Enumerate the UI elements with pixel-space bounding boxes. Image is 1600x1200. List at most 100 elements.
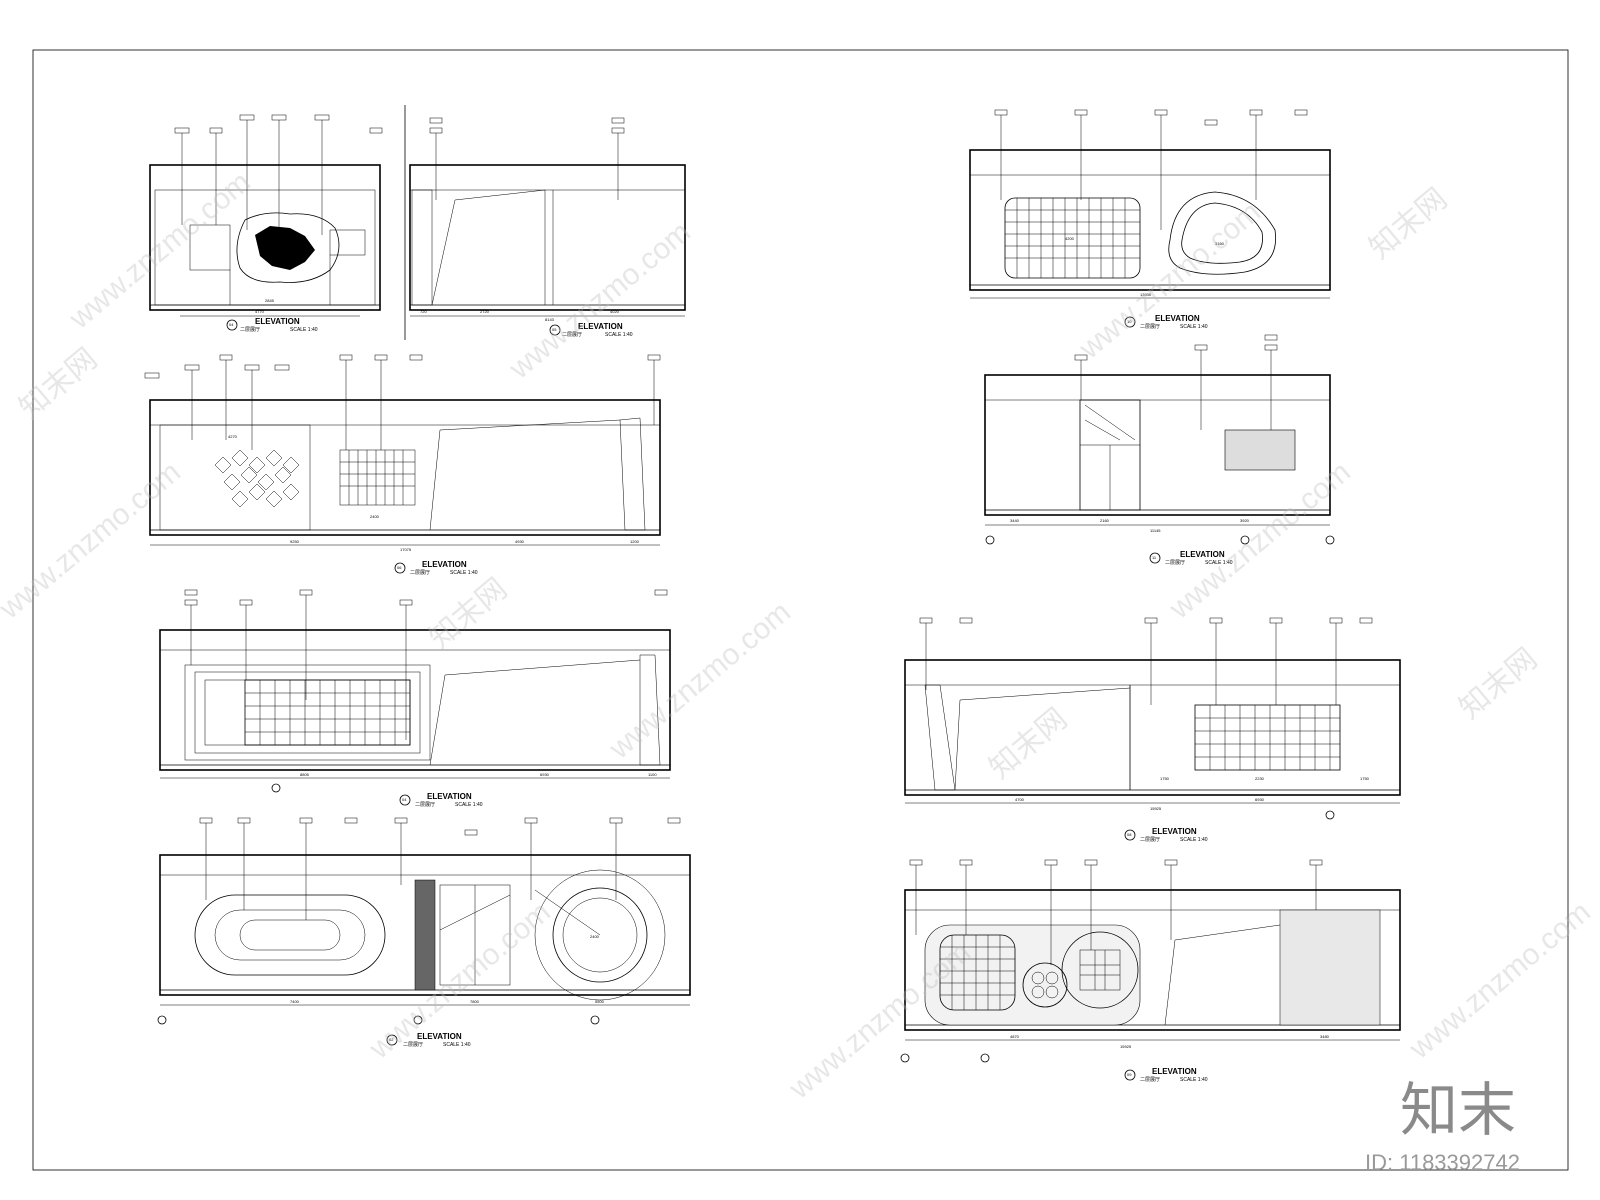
sheet-border	[32, 49, 1569, 1171]
dim-text: 4200	[1065, 236, 1075, 241]
dim-text: 3920	[1240, 518, 1250, 523]
elevation-panel-06: 9250 4930 1200 17075 4270 2400 06 ELEVAT…	[144, 354, 661, 576]
elevation-title: ELEVATION	[1152, 827, 1197, 836]
elevation-title: ELEVATION	[255, 317, 300, 326]
scale-label: SCALE 1:40	[1180, 837, 1208, 843]
panel-number: 06	[397, 565, 402, 570]
dim-text: 4700	[1015, 797, 1025, 802]
panel-subtitle: 二层展厅	[1140, 1077, 1160, 1083]
grid-display	[340, 450, 415, 505]
watermark-text: www.znzmo.com	[603, 595, 797, 766]
dim-text: 4270	[228, 434, 238, 439]
watermark-text: 知末网	[1363, 182, 1453, 265]
brand-logo: 知末	[1400, 1078, 1516, 1143]
dim-text: 15925	[1150, 806, 1162, 811]
panel-subtitle: 二层展厅	[403, 1042, 423, 1048]
panel-subtitle: 二层展厅	[415, 802, 435, 808]
watermark-text: 知末网	[983, 702, 1073, 785]
watermark-text: 知末网	[423, 572, 513, 655]
grid-display	[940, 935, 1015, 1010]
panel-number: 08	[1127, 832, 1132, 837]
dim-text: 1750	[1160, 776, 1170, 781]
panel-subtitle: 二层展厅	[562, 332, 582, 338]
watermark-text: www.znzmo.com	[0, 455, 187, 626]
elevation-panel-04-top: 4770 2845 04 ELEVATION 二层展厅 SCALE 1:40	[149, 114, 383, 333]
dim-text: 4930	[515, 539, 525, 544]
dim-text: 2720	[480, 309, 490, 314]
elevation-title: ELEVATION	[1152, 1067, 1197, 1076]
panel-number: 10	[1127, 319, 1132, 324]
dim-text: 1750	[1360, 776, 1370, 781]
dim-text: 1200	[630, 539, 640, 544]
dim-text: 6930	[1255, 797, 1265, 802]
china-map-shape	[255, 226, 315, 270]
dim-text: 3480	[1320, 1034, 1330, 1039]
elevation-panel-08: 4700 15925 6930 1750 2230 1750 08 ELEVAT…	[904, 617, 1401, 843]
elevation-title: ELEVATION	[417, 1032, 462, 1041]
panel-number: 04	[402, 797, 407, 802]
elevation-title: ELEVATION	[427, 792, 472, 801]
dim-text: 4020	[610, 309, 620, 314]
watermark-text: 知末网	[13, 342, 103, 425]
watermark-text: 知末网	[1453, 642, 1543, 725]
dim-text: 6930	[540, 772, 550, 777]
dim-text: 3160	[1215, 241, 1225, 246]
dim-text: 7400	[290, 999, 300, 1004]
panel-subtitle: 二层展厅	[410, 570, 430, 576]
scale-label: SCALE 1:40	[455, 802, 483, 808]
dim-text: 8143	[545, 317, 555, 322]
elevation-panel-05: 720 2720 4020 8143 05 ELEVATION 二层展厅 SCA…	[409, 117, 686, 338]
dim-text: 13930	[1140, 292, 1152, 297]
scale-label: SCALE 1:40	[290, 327, 318, 333]
panel-number: 11	[1152, 555, 1157, 560]
dim-text: 7800	[470, 999, 480, 1004]
panel-subtitle: 二层展厅	[1140, 324, 1160, 330]
dim-text: 11145	[1150, 528, 1161, 533]
dim-text: 3440	[1010, 518, 1020, 523]
watermark-text: www.znzmo.com	[1073, 195, 1267, 366]
dim-text: 2400	[370, 514, 380, 519]
textured-panel	[1279, 909, 1381, 1026]
watermark-text: www.znzmo.com	[503, 215, 697, 386]
elevation-title: ELEVATION	[1180, 550, 1225, 559]
elevation-panel-09: 4870 15925 3480 09 ELEVATION 二层展厅 SCALE …	[900, 859, 1401, 1083]
scale-label: SCALE 1:40	[443, 1042, 471, 1048]
scale-label: SCALE 1:40	[1205, 560, 1233, 566]
elevation-panel-11: 3440 2160 11145 3920 11 ELEVATION 二层展厅 S…	[984, 334, 1335, 566]
panel-number: 09	[1127, 1072, 1132, 1077]
dim-text: 8805	[300, 772, 310, 777]
scale-label: SCALE 1:40	[1180, 324, 1208, 330]
scale-label: SCALE 1:40	[450, 570, 478, 576]
dim-text: 4770	[255, 309, 265, 314]
panel-subtitle: 二层展厅	[240, 327, 260, 333]
grid-screen	[245, 680, 410, 745]
dim-text: 2400	[590, 934, 600, 939]
dim-text: 2230	[1255, 776, 1265, 781]
panel-number: 02	[389, 1037, 394, 1042]
dim-text: 2160	[1100, 518, 1110, 523]
grid-screen	[1195, 705, 1340, 770]
dim-text: 1100	[648, 772, 657, 777]
elevation-panel-10: 13930 3160 4200 10 ELEVATION 二层展厅 SCALE …	[969, 109, 1331, 330]
dim-text: 720	[420, 309, 427, 314]
panel-subtitle: 二层展厅	[1140, 837, 1160, 843]
image-id-label: ID: 1183392742	[1365, 1150, 1520, 1175]
panel-number: 05	[552, 327, 557, 332]
panel-subtitle: 二层展厅	[1165, 560, 1185, 566]
scale-label: SCALE 1:40	[1180, 1077, 1208, 1083]
elevation-panel-04-mid: 8805 6930 1100 04 ELEVATION 二层展厅 SCALE 1…	[159, 589, 671, 808]
dim-text: 4870	[1010, 1034, 1020, 1039]
panel-number: 04	[229, 322, 234, 327]
elevation-panel-02: 7400 7800 5500 2400 02 ELEVATION 二层展厅 SC…	[157, 817, 691, 1048]
dim-text: 2845	[265, 298, 275, 303]
scale-label: SCALE 1:40	[605, 332, 633, 338]
elevation-title: ELEVATION	[422, 560, 467, 569]
dim-text: 5500	[595, 999, 605, 1004]
elevation-title: ELEVATION	[578, 322, 623, 331]
dim-text: 15925	[1120, 1044, 1132, 1049]
grid-display	[1005, 198, 1140, 278]
dim-text: 17075	[400, 547, 412, 552]
perforated-panel	[1224, 429, 1296, 471]
dim-text: 9250	[290, 539, 300, 544]
